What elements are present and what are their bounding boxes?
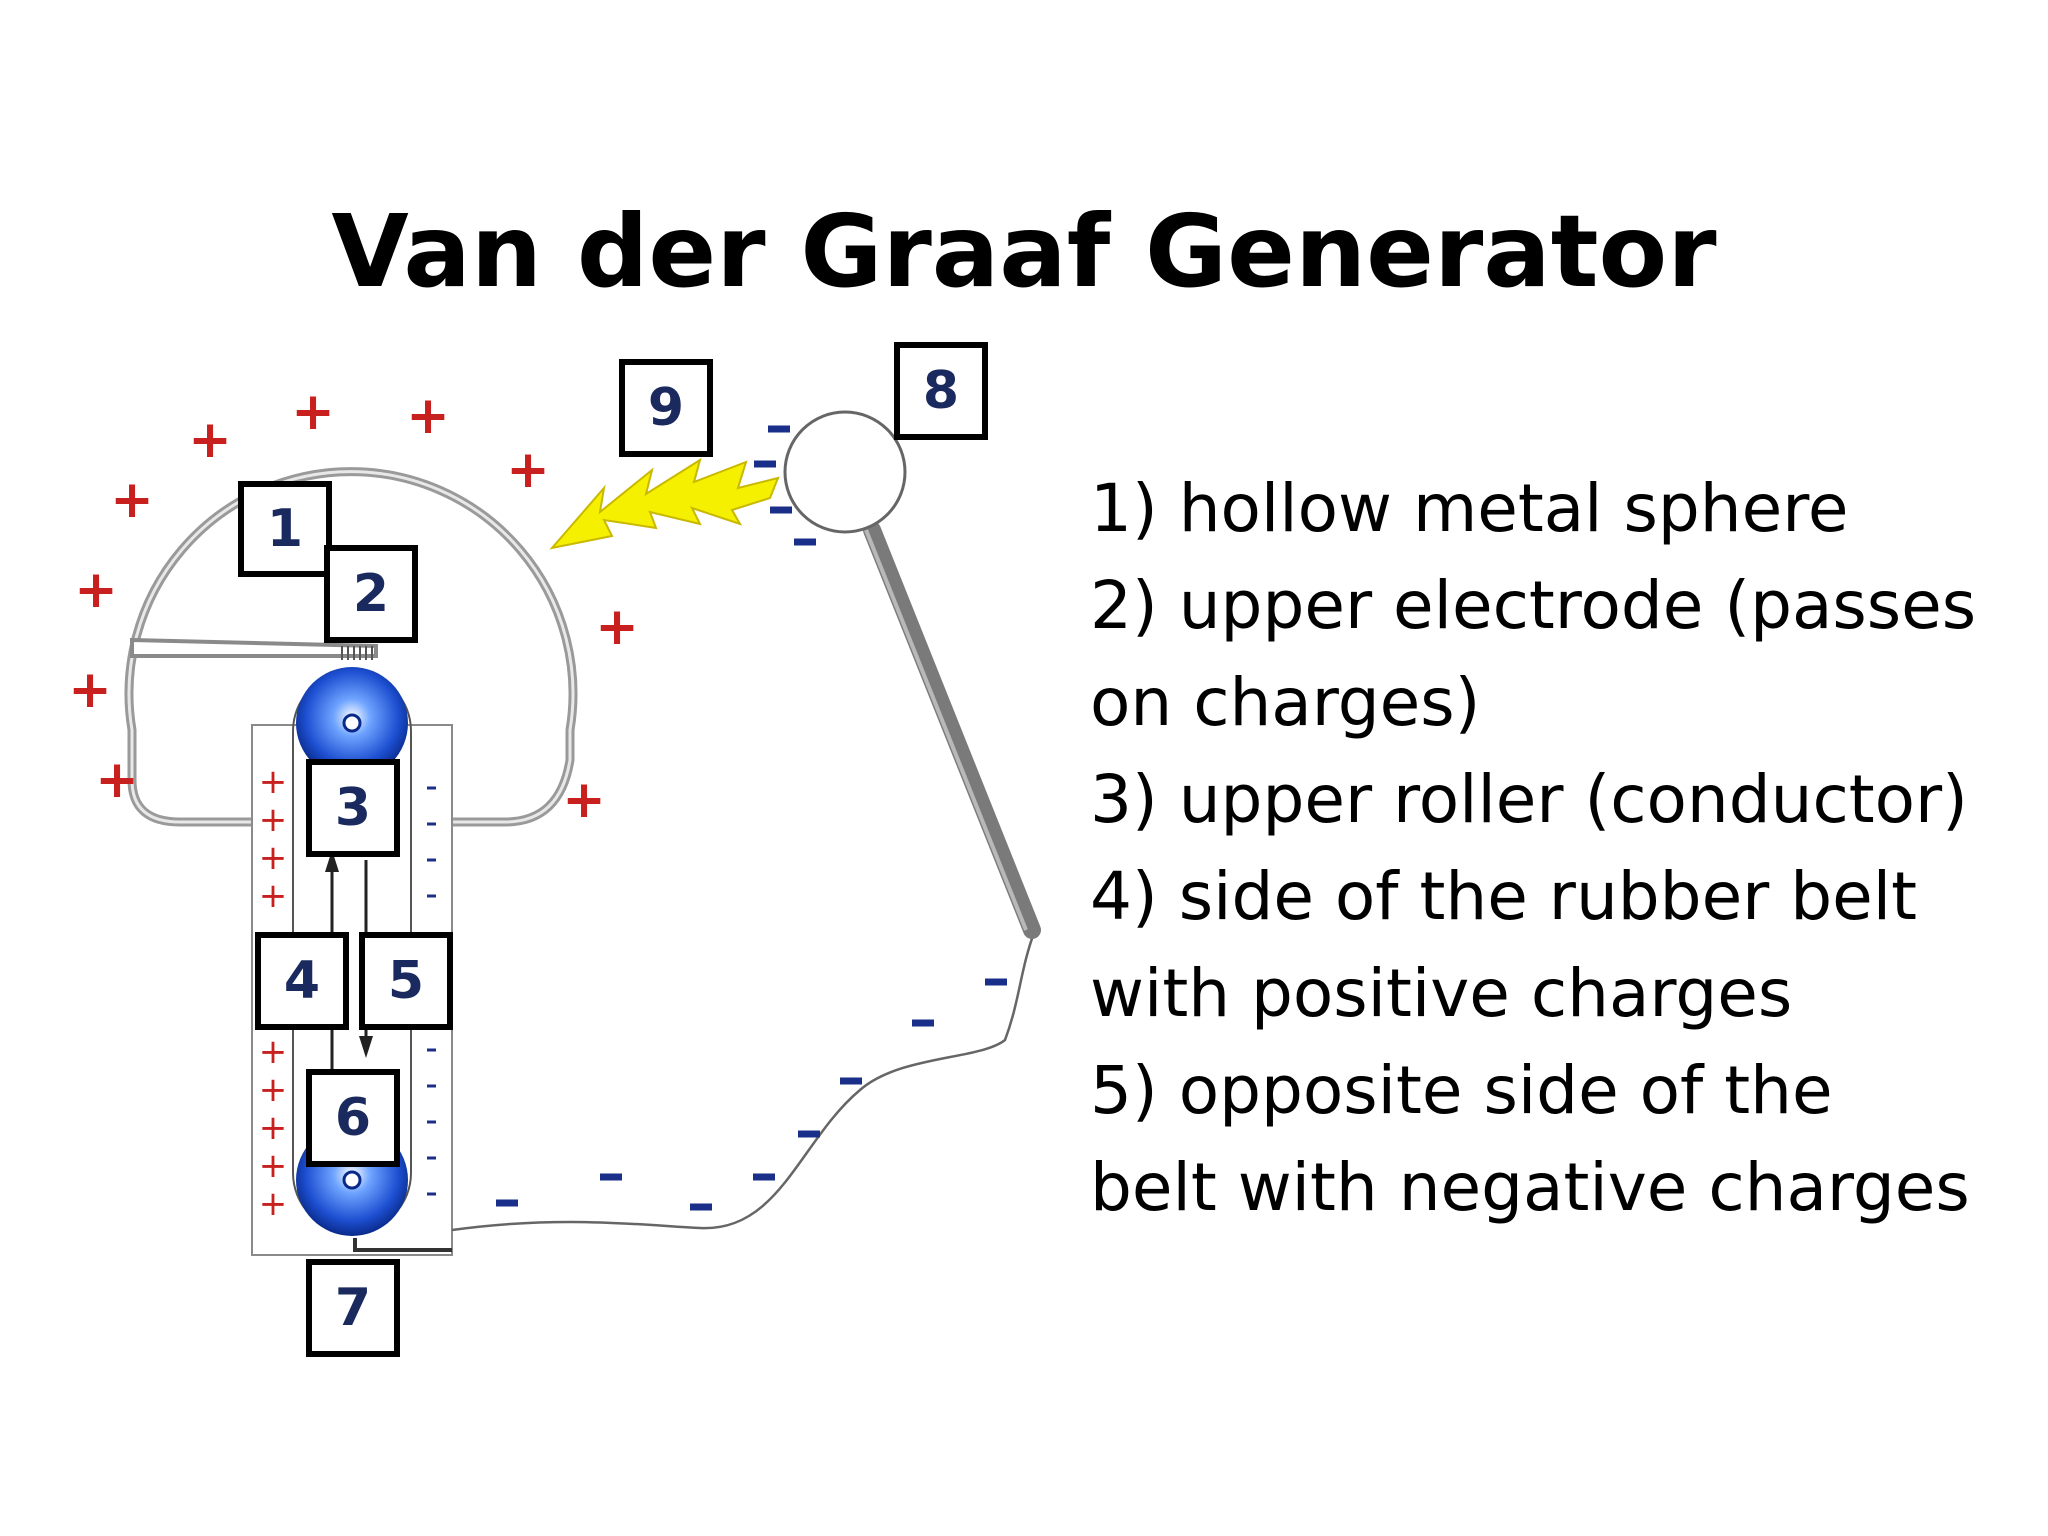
positive-charge: + xyxy=(110,470,154,530)
upper-electrode-brush xyxy=(341,646,373,660)
label-number: 6 xyxy=(335,1088,371,1148)
belt-positive-charges: + + + + + + + + + xyxy=(259,762,288,1224)
belt-positive-charge: + xyxy=(259,876,288,916)
label-number: 7 xyxy=(335,1278,371,1338)
positive-charge: + xyxy=(406,386,450,446)
upper-roller xyxy=(296,667,408,779)
label-number: 8 xyxy=(923,361,959,421)
label-box-7: 7 xyxy=(306,1259,400,1357)
legend-line: belt with negative charges xyxy=(1090,1149,1970,1226)
dome-shell-inner xyxy=(127,470,575,824)
label-box-6: 6 xyxy=(306,1069,400,1167)
legend-line: 1) hollow metal sphere xyxy=(1090,470,1849,547)
positive-charge: + xyxy=(506,440,550,500)
label-number: 5 xyxy=(388,951,424,1011)
label-box-8: 8 xyxy=(894,342,988,440)
label-number: 4 xyxy=(284,951,320,1011)
belt-positive-charge: + xyxy=(259,1108,288,1148)
negative-charges xyxy=(496,425,1007,1211)
lower-comb-base xyxy=(353,1238,452,1252)
belt-positive-charge: + xyxy=(259,1032,288,1072)
positive-charge: + xyxy=(68,660,112,720)
dome-positive-charges: + + + + + + + + + + xyxy=(68,382,639,830)
upper-electrode-rod xyxy=(130,637,378,658)
spark-icon xyxy=(549,457,780,550)
belt-positive-charge: + xyxy=(259,762,288,802)
label-box-9: 9 xyxy=(619,359,713,457)
legend-line: with positive charges xyxy=(1090,955,1793,1032)
slide-title: Van der Graaf Generator xyxy=(331,193,1717,310)
legend-line: 4) side of the rubber belt xyxy=(1090,858,1917,935)
positive-charge: + xyxy=(188,410,232,470)
label-box-2: 2 xyxy=(324,545,418,643)
legend-line: 2) upper electrode (passes xyxy=(1090,567,1977,644)
positive-charge: + xyxy=(595,597,639,657)
belt-positive-charge: + xyxy=(259,800,288,840)
positive-charge: + xyxy=(291,382,335,442)
label-box-1: 1 xyxy=(238,481,332,577)
label-box-3: 3 xyxy=(306,759,400,857)
label-number: 3 xyxy=(335,778,371,838)
belt-positive-charge: + xyxy=(259,1184,288,1224)
positive-charge: + xyxy=(562,770,606,830)
belt-positive-charge: + xyxy=(259,1146,288,1186)
positive-charge: + xyxy=(95,750,139,810)
ground-wire xyxy=(451,929,1037,1232)
label-box-4: 4 xyxy=(255,932,349,1030)
legend-line: 3) upper roller (conductor) xyxy=(1090,761,1968,838)
legend-line: 5) opposite side of the xyxy=(1090,1052,1833,1129)
belt-negative-charges xyxy=(427,786,436,1196)
legend: 1) hollow metal sphere 2) upper electrod… xyxy=(1090,460,2010,1236)
legend-line: on charges) xyxy=(1090,664,1481,741)
label-box-5: 5 xyxy=(359,932,453,1030)
label-number: 9 xyxy=(648,378,684,438)
label-number: 1 xyxy=(267,499,303,559)
positive-charge: + xyxy=(74,560,118,620)
discharge-rod xyxy=(863,521,1041,939)
discharge-rod-highlight xyxy=(864,529,1028,931)
label-number: 2 xyxy=(353,564,389,624)
discharge-sphere xyxy=(783,410,907,534)
belt-positive-charge: + xyxy=(259,838,288,878)
belt-positive-charge: + xyxy=(259,1070,288,1110)
